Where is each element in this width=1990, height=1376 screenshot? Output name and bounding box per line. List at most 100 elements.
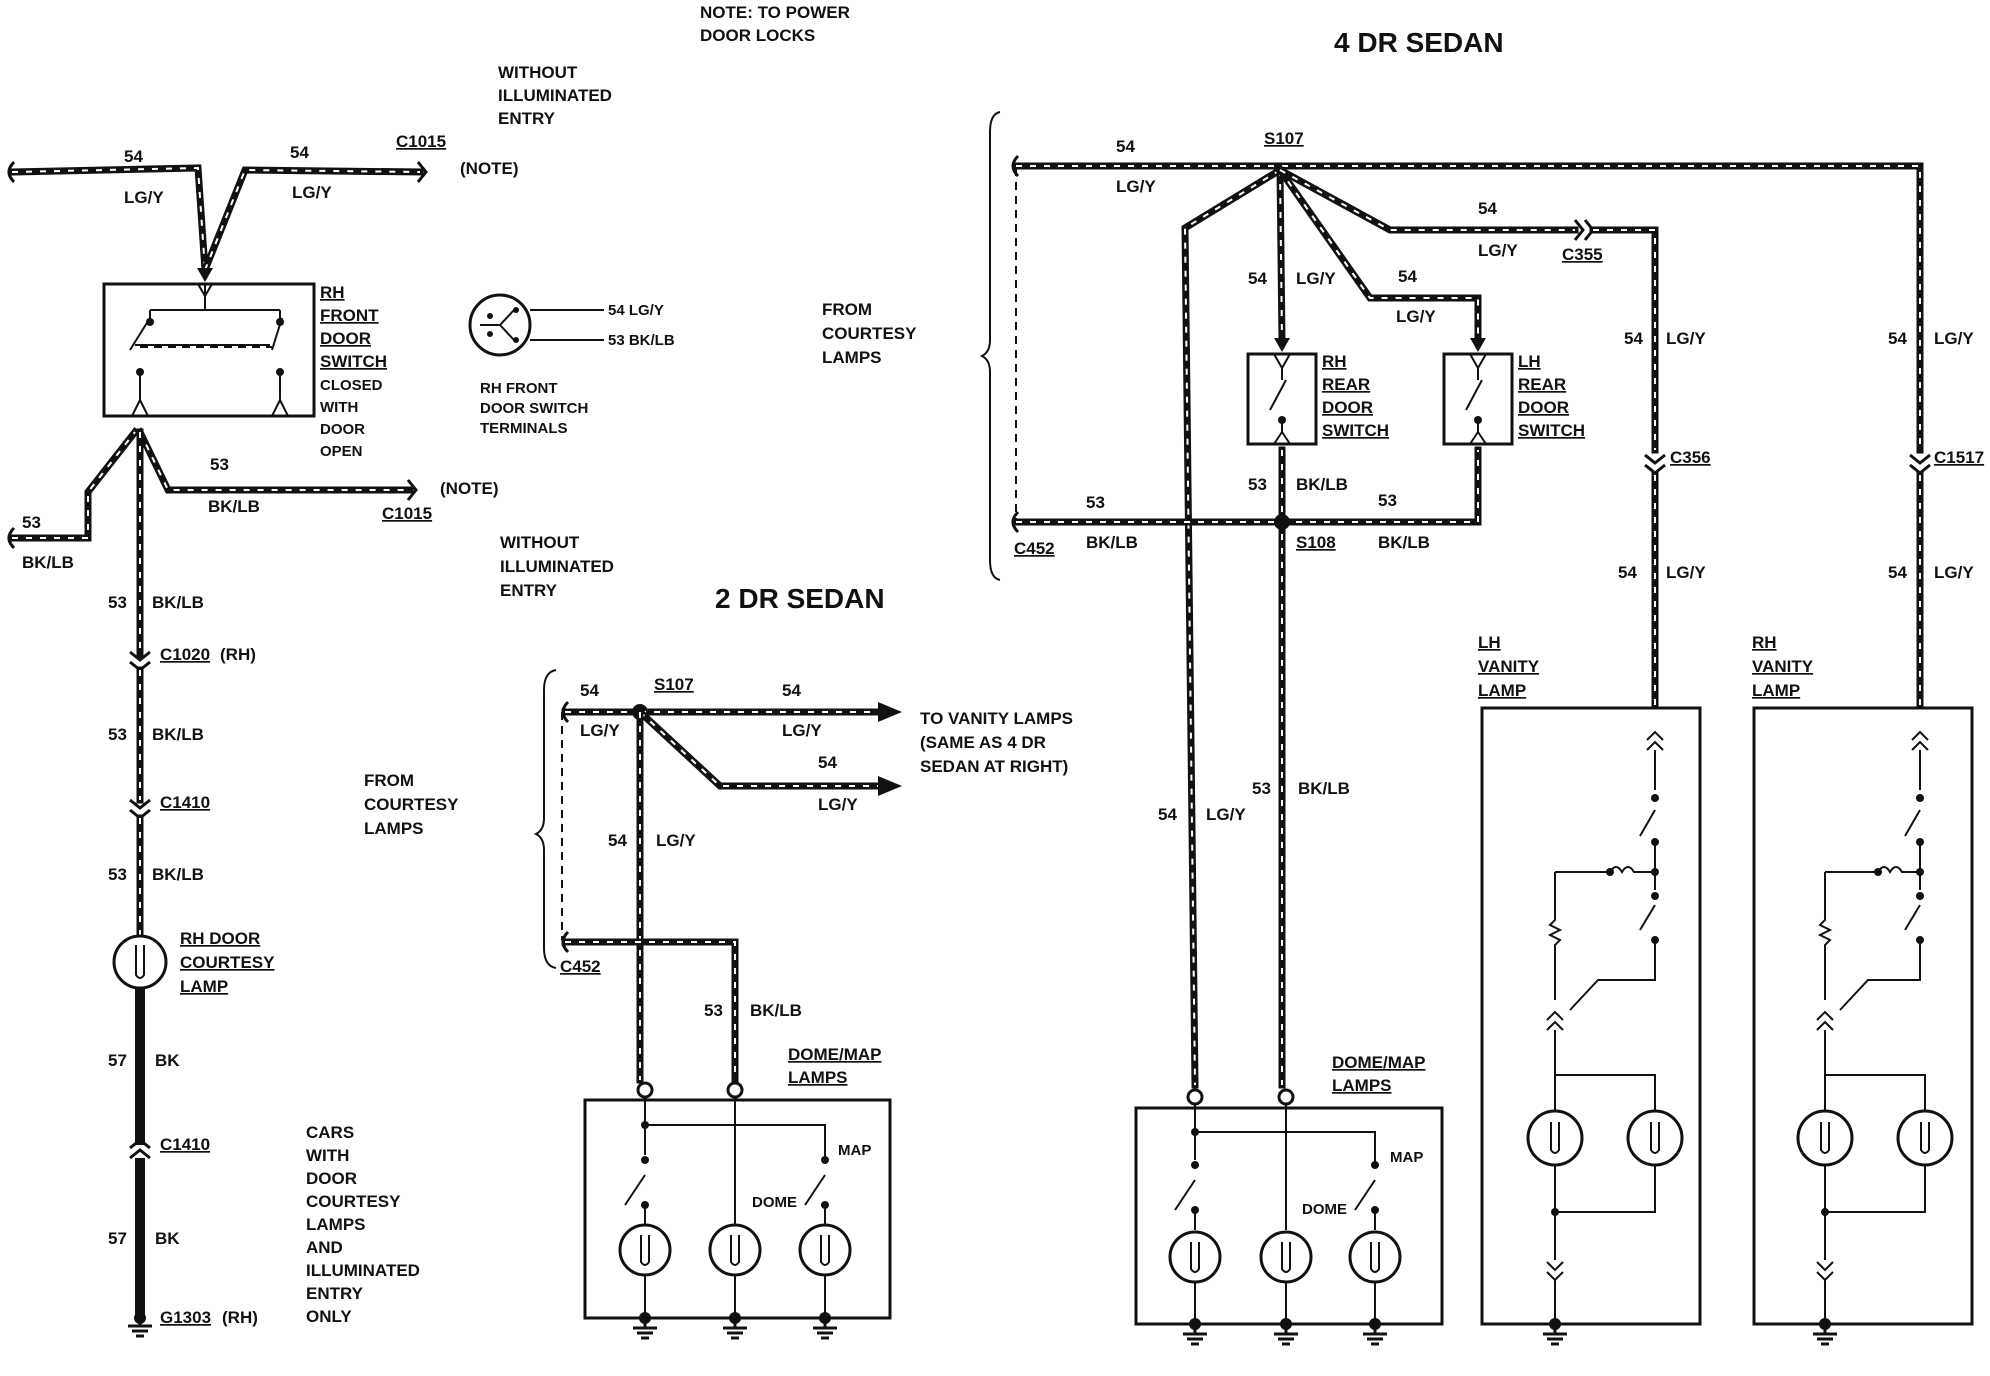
wire-num-53-4dr-a: 53 <box>1086 493 1105 512</box>
wire-num-54-4dr-g: 54 <box>1618 563 1637 582</box>
lh-vanity-label-1: LH <box>1478 633 1501 652</box>
svg-text:TO VANITY LAMPS: TO VANITY LAMPS <box>920 709 1073 728</box>
lh-vanity-dot-2 <box>1651 838 1659 846</box>
connector-c1517-label: C1517 <box>1934 448 1984 467</box>
connector-c1015-top-label: C1015 <box>396 132 446 151</box>
lh-vanity-dot-7 <box>1551 1208 1559 1216</box>
lh-vanity-label-2: VANITY <box>1478 657 1540 676</box>
terminal-4dr-b <box>1277 1088 1295 1106</box>
svg-text:DOOR: DOOR <box>320 329 371 348</box>
svg-text:LAMPS: LAMPS <box>306 1215 366 1234</box>
svg-text:CLOSED: CLOSED <box>320 377 383 394</box>
splice-s107-2dr-label: S107 <box>654 675 694 694</box>
note-label-bottom: (NOTE) <box>440 479 499 498</box>
wire-num-54-4dr-f: 54 <box>1624 329 1643 348</box>
wire-num-54-a: 54 <box>124 147 143 166</box>
arrow-lh-rear <box>1470 338 1486 352</box>
wire-num-54-4dr-b: 54 <box>1478 199 1497 218</box>
rh-vanity-dot-6 <box>1874 868 1882 876</box>
to-vanity-lamps-note: TO VANITY LAMPS (SAME AS 4 DR SEDAN AT R… <box>920 709 1073 776</box>
dome-map-lamps-4dr-box <box>1134 1106 1444 1326</box>
wire-num-54-4dr-d: 54 <box>1398 267 1417 286</box>
svg-text:LAMP: LAMP <box>180 977 228 996</box>
without-illum-mid-2: ILLUMINATED <box>500 557 614 576</box>
wire-num-53-2dr: 53 <box>704 1001 723 1020</box>
svg-text:SWITCH: SWITCH <box>320 352 387 371</box>
wire-num-53-g: 53 <box>108 865 127 884</box>
connector-c355-label: C355 <box>1562 245 1603 264</box>
dome-4dr-node-b <box>1191 1161 1199 1169</box>
svg-text:DOOR: DOOR <box>320 421 365 438</box>
lamp-2dr-filaments <box>640 1235 830 1318</box>
switch-contact-3 <box>136 368 144 376</box>
dome-2dr-node-d <box>821 1156 829 1164</box>
switch-terminals-label-3: TERMINALS <box>480 420 568 437</box>
connector-g1303-label: G1303 <box>160 1308 211 1327</box>
svg-text:DOOR: DOOR <box>1518 398 1569 417</box>
dome-map-lamps-2dr-box <box>583 1098 892 1320</box>
lh-vanity-lamp-a <box>1526 1109 1584 1167</box>
rh-vanity-filaments <box>1820 1122 1930 1154</box>
wire-color-lgy-a: LG/Y <box>124 188 164 207</box>
wire-num-54-4dr-h: 54 <box>1888 329 1907 348</box>
connector-c452-2dr-label: C452 <box>560 957 601 976</box>
switch-terminals-label-1: RH FRONT <box>480 380 558 397</box>
wire-num-53-4dr-c: 53 <box>1378 491 1397 510</box>
terminal-dot-a <box>487 313 493 319</box>
dome-2dr-switch-arm <box>804 1174 826 1206</box>
svg-text:RH: RH <box>1322 352 1347 371</box>
lh-vanity-label-3: LAMP <box>1478 681 1526 700</box>
from-courtesy-right-2: COURTESY <box>822 324 917 343</box>
connector-c1410-lower <box>129 1138 151 1160</box>
wire-54-4dr-bus-hi <box>1016 165 1921 450</box>
end-arc-4dr-top <box>1011 154 1020 178</box>
note-header-line2: DOOR LOCKS <box>700 26 815 45</box>
switch-contact-1 <box>146 318 154 326</box>
wire-num-53-e: 53 <box>108 593 127 612</box>
wire-num-54-2dr-c: 54 <box>818 753 837 772</box>
without-illum-top-3: ENTRY <box>498 109 556 128</box>
svg-text:ONLY: ONLY <box>306 1307 352 1326</box>
wire-color-lgy-2dr-b: LG/Y <box>782 721 822 740</box>
end-arc-2dr-top <box>561 700 570 724</box>
svg-text:(SAME AS 4 DR: (SAME AS 4 DR <box>920 733 1046 752</box>
note-label-top: (NOTE) <box>460 159 519 178</box>
ground-symbols-4dr <box>1183 1324 1387 1346</box>
lamp-4dr-filaments <box>1190 1242 1380 1324</box>
arrow-into-switch <box>197 268 213 282</box>
rh-vanity-dot-3 <box>1916 868 1924 876</box>
rh-vanity-label-3: LAMP <box>1752 681 1800 700</box>
arrow-rh-rear <box>1274 338 1290 352</box>
svg-text:ILLUMINATED: ILLUMINATED <box>306 1261 420 1280</box>
rh-rear-switch-label: RH REAR DOOR SWITCH <box>1322 352 1389 440</box>
wire-num-53-4dr-b: 53 <box>1248 475 1267 494</box>
end-arc-left-bottom <box>7 526 16 550</box>
bracket-4dr <box>979 111 1001 581</box>
switch-terminals-label-2: DOOR SWITCH <box>480 400 588 417</box>
wire-color-lgy-2dr-d: LG/Y <box>656 831 696 850</box>
rh-vanity-lamp-b <box>1896 1109 1954 1167</box>
rh-vanity-label-2: VANITY <box>1752 657 1814 676</box>
lh-vanity-dot-1 <box>1651 794 1659 802</box>
without-illum-mid-3: ENTRY <box>500 581 558 600</box>
wire-54-left-top <box>8 164 209 274</box>
wire-color-lgy-2dr-c: LG/Y <box>818 795 858 814</box>
svg-text:WITH: WITH <box>320 399 358 416</box>
terminal-2dr-a <box>636 1081 654 1099</box>
end-arc-4dr-bottom <box>1011 510 1020 534</box>
dome-2dr-node-b <box>641 1156 649 1164</box>
svg-text:WITH: WITH <box>306 1146 349 1165</box>
wire-num-54-4dr-a: 54 <box>1116 137 1135 156</box>
title-2dr-sedan: 2 DR SEDAN <box>715 583 885 614</box>
rh-vanity-lamp-box <box>1752 706 1974 1326</box>
svg-text:OPEN: OPEN <box>320 443 363 460</box>
without-illum-top-1: WITHOUT <box>498 63 578 82</box>
svg-text:RH: RH <box>320 283 345 302</box>
lh-vanity-internals <box>1546 730 1664 1318</box>
from-courtesy-left-2: COURTESY <box>364 795 459 814</box>
map-4dr-label: MAP <box>1390 1149 1423 1166</box>
rh-rear-switch-internals <box>1269 353 1291 445</box>
note-header-line1: NOTE: TO POWER <box>700 3 850 22</box>
wire-num-53-c: 53 <box>210 455 229 474</box>
